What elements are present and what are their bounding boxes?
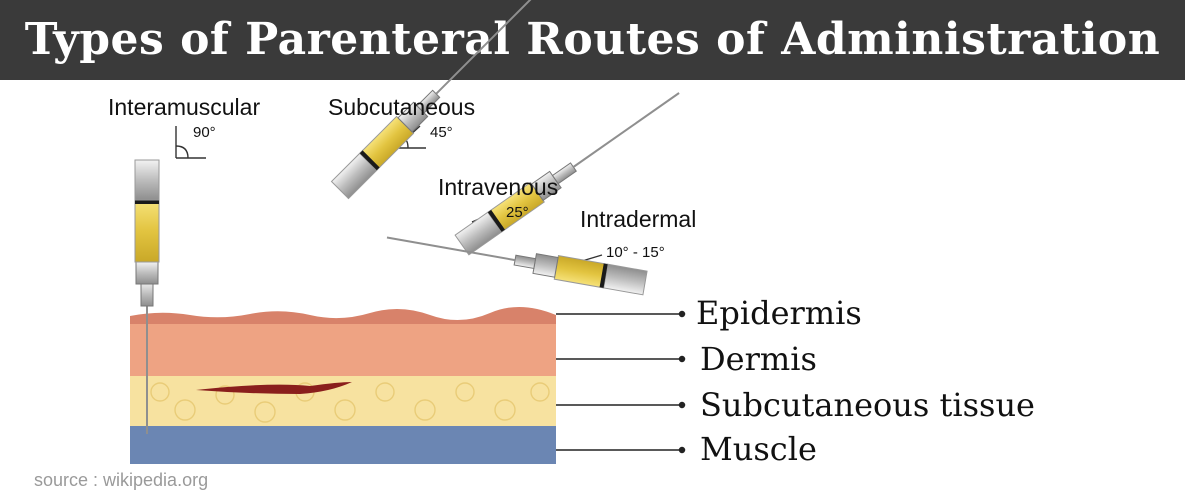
layer-label-muscle: Muscle [700, 430, 817, 468]
route-label-intravenous: Intravenous [438, 174, 559, 200]
route-label-subcutaneous: Subcutaneous [328, 94, 476, 120]
vein [196, 382, 352, 394]
layer-pointers [556, 310, 686, 454]
layer-label-subcutaneous-tissue: Subcutaneous tissue [700, 386, 1035, 424]
layer-label-dermis: Dermis [700, 340, 817, 378]
epidermis-layer [130, 306, 556, 324]
angle-90-icon [175, 126, 206, 159]
syringe-subcutaneous [330, 0, 553, 200]
angle-label-subcutaneous: 45° [430, 124, 453, 141]
syringe-intravenous [454, 92, 680, 256]
layer-label-epidermis: Epidermis [696, 294, 862, 332]
angle-label-intravenous: 25° [506, 204, 529, 221]
page-title: Types of Parenteral Routes of Administra… [24, 14, 1161, 65]
title-banner [0, 0, 1185, 80]
angle-label-intradermal: 10° - 15° [606, 244, 665, 261]
dermis-layer [130, 322, 556, 376]
angle-label-intramuscular: 90° [193, 124, 216, 141]
syringe-intramuscular [134, 159, 160, 434]
muscle-layer [130, 426, 556, 464]
route-label-intramuscular: Interamuscular [108, 94, 261, 120]
source-caption: source : wikipedia.org [34, 470, 209, 490]
syringe-intradermal [386, 236, 648, 296]
route-label-intradermal: Intradermal [580, 206, 697, 232]
